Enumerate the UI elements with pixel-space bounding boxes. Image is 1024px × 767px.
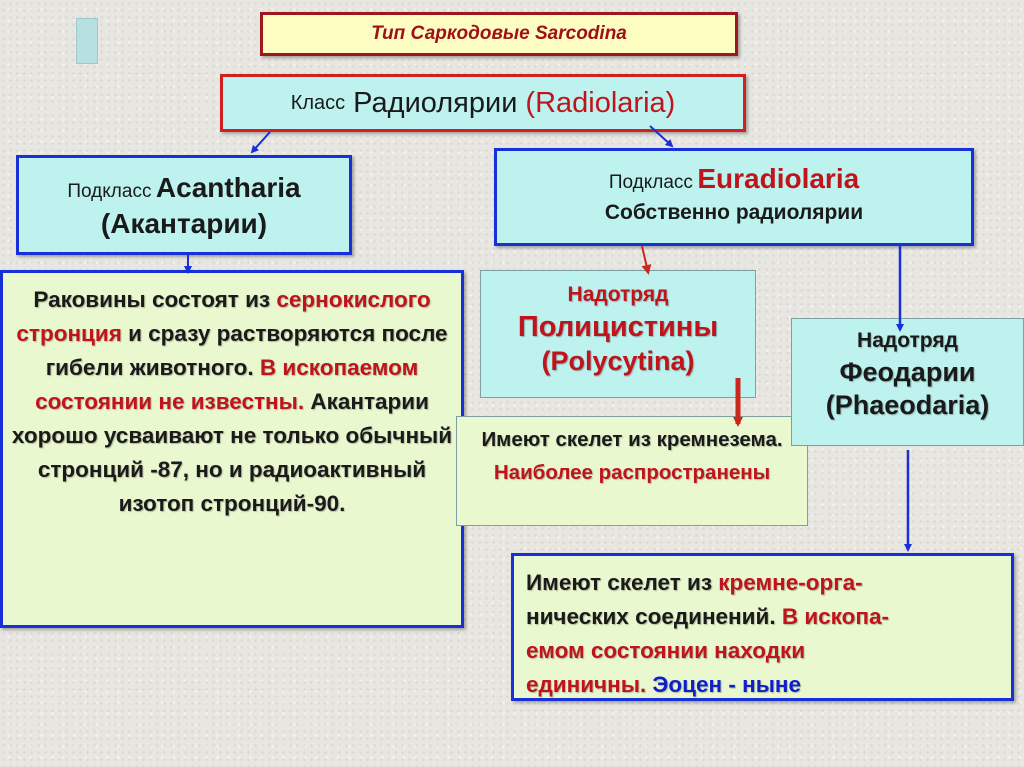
desc-segment: Наиболее распространены [493,461,771,484]
subclass-russian: (Акантарии) [100,208,268,239]
class-latin: (Radiolaria) [525,86,676,119]
type-title: Тип Саркодовые Sarcodina [371,23,627,44]
desc-line: нических соединений. В ископа- [526,600,1011,634]
subclass-euradiolaria-box: Подкласс Euradiolaria Собственно радиоля… [494,148,974,246]
phaeodaria-description: Имеют скелет из кремне-орга- нических со… [511,553,1014,701]
desc-line: единичны. Эоцен - ныне [526,668,1011,702]
desc-segment: единичны. [526,672,653,697]
subclass-russian: Собственно радиолярии [604,201,864,224]
superorder-latin: (Phaeodaria) [825,390,990,420]
desc-segment: емом состоянии находки [526,638,806,663]
class-name: Радиолярии [353,86,518,119]
superorder-russian: Феодарии [839,357,976,387]
desc-segment: Имеют скелет из кремнезема. [481,428,783,451]
arrow-euradiolaria-to-polycystina [641,245,652,275]
superorder-russian: Полицистины [517,311,719,343]
desc-segment: В ископа- [781,604,889,629]
superorder-label: Надотряд [567,283,669,306]
subclass-acantharia-box: Подкласс Acantharia (Акантарии) [16,155,352,255]
superorder-label: Надотряд [857,329,958,352]
class-box: Класс Радиолярии (Radiolaria) [220,74,746,132]
acantharia-description: Раковины состоят из сернокислого стронци… [0,270,464,628]
arrow-class-to-euradiolaria [649,125,674,148]
subclass-latin: Euradiolaria [697,163,860,194]
desc-segment: кремне-орга- [718,570,863,595]
desc-segment: Акантарии хорошо усваивают не только обы… [11,389,453,516]
class-prefix: Класс [290,91,346,114]
desc-segment: Имеют скелет из [526,570,719,595]
subclass-prefix: Подкласс [67,181,152,202]
superorder-latin: (Polycytina) [541,346,695,376]
desc-segment: сернокислого стронция [16,287,431,346]
superorder-phaeodaria-box: Надотряд Феодарии (Phaeodaria) [791,318,1024,446]
polycystina-description: Имеют скелет из кремнезема. Наиболее рас… [456,416,808,526]
decorative-bar [76,18,98,64]
desc-segment: нических соединений. [526,604,782,629]
superorder-polycystina-box: Надотряд Полицистины (Polycytina) [480,270,756,398]
desc-segment: Раковины состоят из [33,287,277,312]
subclass-latin: Acantharia [155,172,301,203]
desc-segment: и сразу растворяются после гибели животн… [45,321,448,380]
desc-line: емом состоянии находки [526,634,1011,668]
subclass-prefix: Подкласс [608,172,693,193]
desc-segment: В ископаемом состоянии не известны. [35,355,419,414]
desc-segment: Эоцен - ныне [652,672,802,697]
type-box: Тип Саркодовые Sarcodina [260,12,738,56]
arrow-class-to-acantharia [250,131,271,154]
desc-line: Имеют скелет из кремне-орга- [526,566,1011,600]
